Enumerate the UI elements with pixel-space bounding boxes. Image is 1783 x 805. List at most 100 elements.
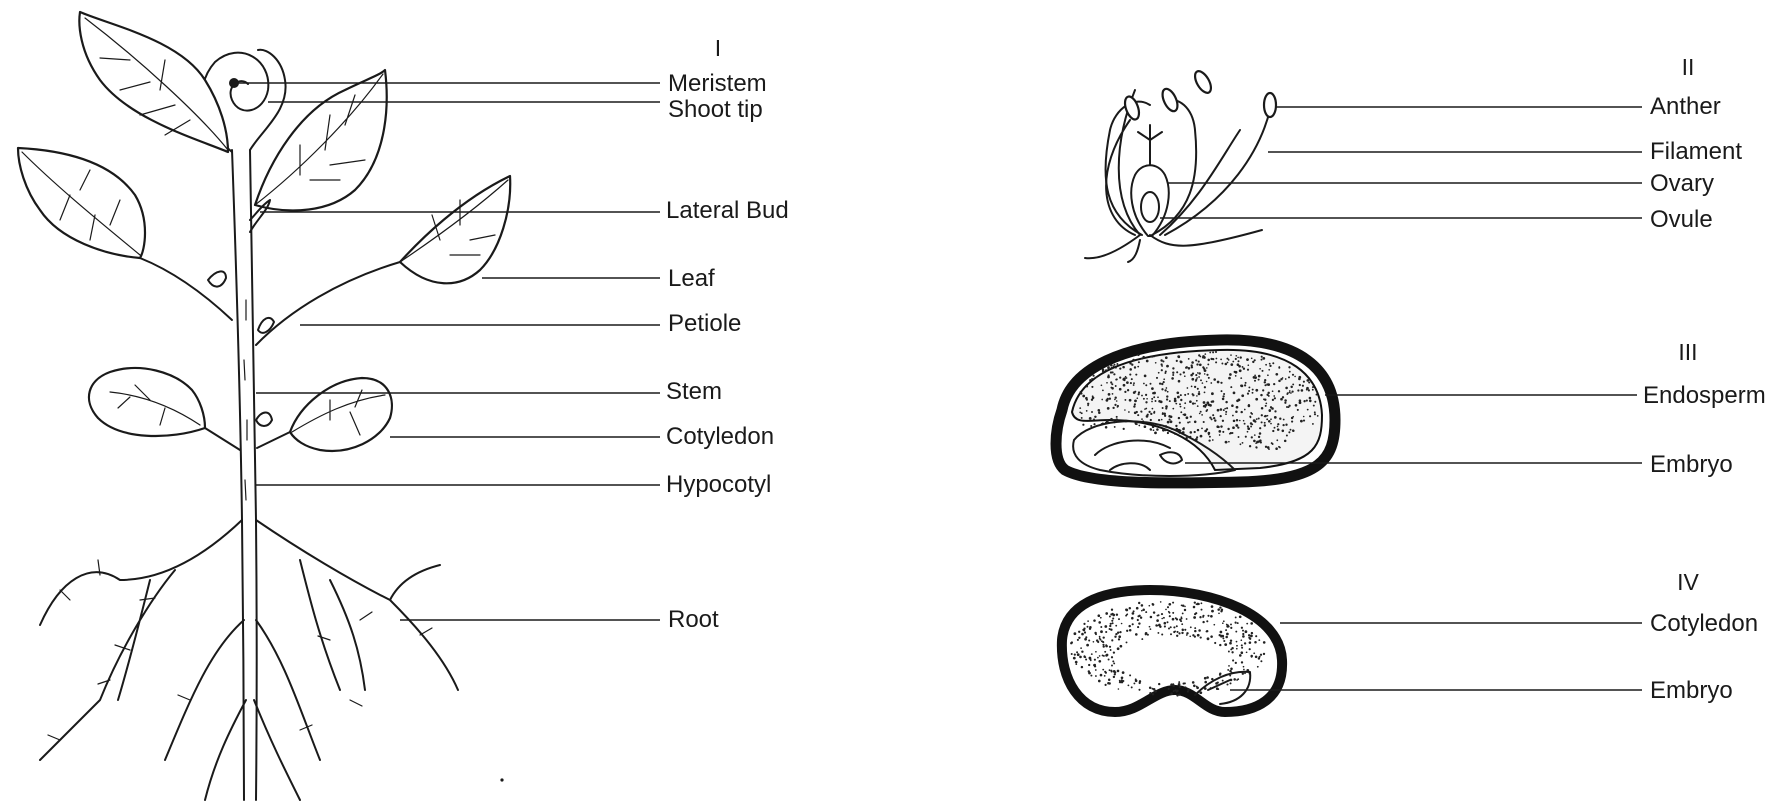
stipple-dot xyxy=(1216,425,1219,428)
stipple-dot xyxy=(1205,404,1207,406)
stipple-dot xyxy=(1237,426,1239,428)
stipple-dot xyxy=(1250,635,1253,638)
cotyledon-left xyxy=(89,368,205,436)
stipple-dot xyxy=(1176,625,1178,627)
stipple-dot xyxy=(1180,406,1182,408)
stipple-dot xyxy=(1267,446,1270,449)
stipple-dot xyxy=(1242,673,1244,675)
stipple-dot xyxy=(1191,386,1193,388)
stipple-dot xyxy=(1197,634,1200,637)
stipple-dot xyxy=(1260,394,1262,396)
stipple-dot xyxy=(1160,601,1162,603)
stipple-dot xyxy=(1137,615,1139,617)
stipple-dot xyxy=(1265,364,1267,366)
stipple-dot xyxy=(1206,367,1208,369)
stipple-dot xyxy=(1169,615,1171,617)
stipple-dot xyxy=(1141,411,1143,413)
stipple-dot xyxy=(1101,399,1103,401)
stipple-dot xyxy=(1264,384,1266,386)
stipple-dot xyxy=(1156,428,1159,431)
stipple-dot xyxy=(1195,359,1197,361)
stipple-dot xyxy=(1182,629,1184,631)
stipple-dot xyxy=(1247,369,1249,371)
stipple-dot xyxy=(1171,377,1174,380)
stipple-dot xyxy=(1271,407,1274,410)
stipple-dot xyxy=(1211,418,1213,420)
stipple-dot xyxy=(1239,420,1241,422)
stipple-dot xyxy=(1143,398,1145,400)
stipple-dot xyxy=(1152,408,1154,410)
stipple-dot xyxy=(1209,436,1211,438)
stipple-dot xyxy=(1074,654,1076,656)
stipple-dot xyxy=(1170,416,1173,419)
stipple-dot xyxy=(1158,419,1160,421)
stipple-dot xyxy=(1157,396,1159,398)
stipple-dot xyxy=(1192,402,1194,404)
stipple-dot xyxy=(1179,685,1182,688)
label-petiole: Petiole xyxy=(668,310,741,337)
stipple-dot xyxy=(1089,657,1092,660)
stipple-dot xyxy=(1152,425,1155,428)
stipple-dot xyxy=(1258,417,1260,419)
stipple-dot xyxy=(1093,418,1095,420)
stipple-dot xyxy=(1110,629,1112,631)
stipple-dot xyxy=(1109,669,1111,671)
stipple-dot xyxy=(1210,615,1213,618)
stipple-dot xyxy=(1149,692,1151,694)
stipple-dot xyxy=(1172,372,1174,374)
stipple-dot xyxy=(1275,373,1278,376)
stipple-dot xyxy=(1095,633,1097,635)
stipple-dot xyxy=(1273,395,1275,397)
stipple-dot xyxy=(1230,668,1233,671)
stipple-dot xyxy=(1211,392,1214,395)
stipple-dot xyxy=(1145,632,1148,635)
stipple-dot xyxy=(1258,436,1260,438)
stipple-dot xyxy=(1225,401,1227,403)
stipple-dot xyxy=(1109,616,1111,618)
stipple-dot xyxy=(1116,416,1118,418)
stipple-dot xyxy=(1119,377,1121,379)
stipple-dot xyxy=(1085,397,1088,400)
stipple-dot xyxy=(1095,376,1097,378)
stipple-dot xyxy=(1212,358,1214,360)
stipple-dot xyxy=(1198,629,1201,632)
stipple-dot xyxy=(1163,378,1165,380)
stipple-dot xyxy=(1177,396,1180,399)
stipple-dot xyxy=(1152,693,1154,695)
stipple-dot xyxy=(1227,669,1229,671)
stipple-dot xyxy=(1196,395,1198,397)
stipple-dot xyxy=(1225,363,1228,366)
stipple-dot xyxy=(1123,384,1126,387)
stipple-dot xyxy=(1125,609,1128,612)
stipple-dot xyxy=(1122,366,1125,369)
stipple-dot xyxy=(1108,393,1111,396)
stipple-dot xyxy=(1081,633,1084,636)
stipple-dot xyxy=(1200,411,1202,413)
stipple-dot xyxy=(1176,391,1179,394)
stipple-dot xyxy=(1165,405,1168,408)
stipple-dot xyxy=(1216,358,1218,360)
stipple-dot xyxy=(1116,400,1118,402)
stipple-dot xyxy=(1137,354,1139,356)
stipple-dot xyxy=(1292,391,1294,393)
stipple-dot xyxy=(1107,682,1110,685)
stipple-dot xyxy=(1222,398,1225,401)
stipple-dot xyxy=(1251,436,1253,438)
stipple-dot xyxy=(1261,356,1263,358)
stipple-dot xyxy=(1087,620,1089,622)
stipple-dot xyxy=(1219,672,1221,674)
stipple-dot xyxy=(1207,615,1209,617)
stipple-dot xyxy=(1251,656,1253,658)
stipple-dot xyxy=(1143,383,1145,385)
stipple-dot xyxy=(1193,616,1196,619)
stipple-dot xyxy=(1213,378,1216,381)
stipple-dot xyxy=(1200,435,1203,438)
stipple-dot xyxy=(1248,390,1250,392)
stipple-dot xyxy=(1147,414,1149,416)
stipple-dot xyxy=(1153,392,1156,395)
stipple-dot xyxy=(1238,436,1240,438)
stipple-dot xyxy=(1206,676,1209,679)
stipple-dot xyxy=(1177,355,1180,358)
stipple-dot xyxy=(1138,425,1140,427)
stipple-dot xyxy=(1245,630,1248,633)
